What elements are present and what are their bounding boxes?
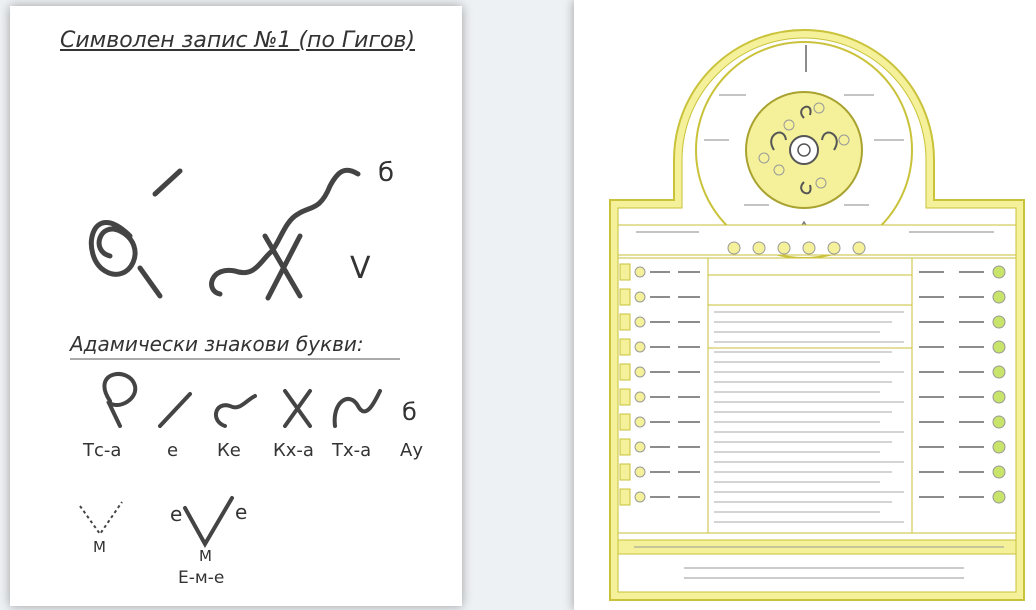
lower-right-right-e: е — [235, 500, 247, 524]
top-glyph-mark: б — [378, 158, 394, 188]
lower-right-left-e: е — [170, 502, 182, 526]
letters-heading: Адамически знакови букви: — [70, 332, 364, 356]
letter-label-4: Кх-а — [273, 440, 314, 461]
top-glyph-letter: V — [350, 251, 371, 286]
lower-right-middle: М — [199, 547, 212, 565]
lower-right-caption: Е-м-е — [178, 568, 224, 588]
letter-label-6: Ау — [400, 440, 423, 461]
letter-mark-6: б — [402, 398, 417, 426]
letter-label-1: Тс-а — [83, 440, 121, 461]
lower-left-label: М — [93, 538, 106, 556]
yellow-diagram — [574, 0, 1036, 610]
letter-label-5: Тх-а — [332, 440, 371, 461]
right-sheet — [574, 0, 1036, 610]
left-sheet: Символен запис №1 (по Гигов) б V Адамиче… — [10, 6, 462, 606]
letter-label-3: Ке — [217, 440, 241, 461]
letter-label-2: е — [167, 440, 178, 461]
